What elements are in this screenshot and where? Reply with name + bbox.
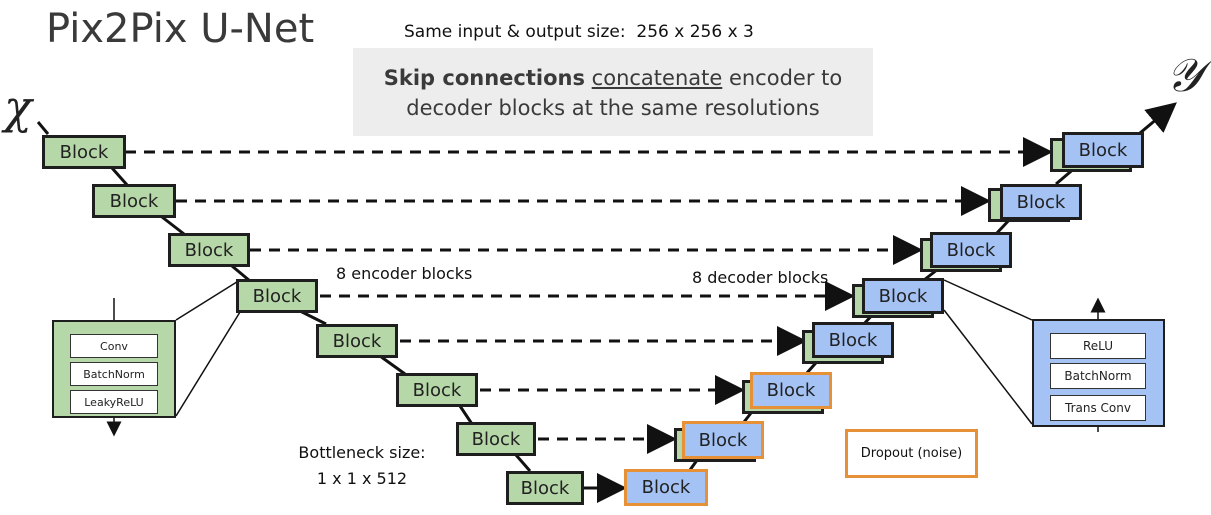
callout-bold-text: Skip connections bbox=[383, 66, 585, 90]
encoder-block-detail: Conv BatchNorm LeakyReLU bbox=[52, 320, 176, 418]
leakyrelu-layer: LeakyReLU bbox=[70, 390, 158, 414]
decoder-block-4: Block bbox=[862, 278, 944, 314]
callout-text-line2: decoder blocks at the same resolutions bbox=[406, 96, 820, 120]
batchnorm-layer: BatchNorm bbox=[1050, 363, 1146, 389]
encoder-block-6: Block bbox=[396, 373, 478, 407]
output-symbol: 𝒴 bbox=[1166, 48, 1203, 102]
encoder-block-4: Block bbox=[236, 279, 318, 313]
encoder-block-1: Block bbox=[42, 135, 126, 169]
relu-layer: ReLU bbox=[1050, 333, 1146, 359]
skip-connections-callout: Skip connections concatenate encoder to … bbox=[353, 48, 873, 136]
input-connector bbox=[36, 121, 50, 135]
bottleneck-line1: Bottleneck size: bbox=[298, 443, 426, 462]
encoder-block-8: Block bbox=[506, 471, 584, 505]
dropout-legend: Dropout (noise) bbox=[845, 429, 978, 478]
zoom-lines bbox=[175, 279, 1033, 425]
callout-underlined-text: concatenate bbox=[591, 66, 723, 90]
decoder-block-6: Block bbox=[750, 372, 832, 409]
bottleneck-label: Bottleneck size: 1 x 1 x 512 bbox=[288, 440, 436, 492]
encoder-count-label: 8 encoder blocks bbox=[336, 264, 473, 283]
decoder-block-1: Block bbox=[1062, 132, 1144, 168]
decoder-block-5: Block bbox=[812, 322, 894, 358]
batchnorm-layer: BatchNorm bbox=[70, 362, 158, 386]
callout-text-line1: encoder to bbox=[722, 66, 843, 90]
encoder-block-5: Block bbox=[316, 324, 398, 358]
decoder-count-label: 8 decoder blocks bbox=[692, 268, 829, 287]
conv-layer: Conv bbox=[70, 334, 158, 358]
encoder-chain bbox=[110, 167, 532, 472]
decoder-block-8: Block bbox=[624, 469, 708, 506]
trans-conv-layer: Trans Conv bbox=[1050, 395, 1146, 421]
encoder-block-3: Block bbox=[168, 233, 250, 267]
encoder-block-2: Block bbox=[92, 184, 176, 218]
io-size-note: Same input & output size: 256 x 256 x 3 bbox=[404, 22, 754, 42]
decoder-block-2: Block bbox=[1000, 184, 1082, 220]
decoder-block-3: Block bbox=[930, 232, 1012, 268]
decoder-block-7: Block bbox=[682, 421, 764, 459]
encoder-block-7: Block bbox=[456, 422, 536, 456]
decoder-block-detail: ReLU BatchNorm Trans Conv bbox=[1032, 319, 1165, 427]
diagram-title: Pix2Pix U-Net bbox=[46, 6, 315, 52]
output-connector bbox=[1139, 102, 1177, 135]
input-symbol: χ bbox=[4, 80, 32, 134]
skip-connections bbox=[125, 137, 1053, 454]
bottleneck-line2: 1 x 1 x 512 bbox=[316, 469, 408, 488]
